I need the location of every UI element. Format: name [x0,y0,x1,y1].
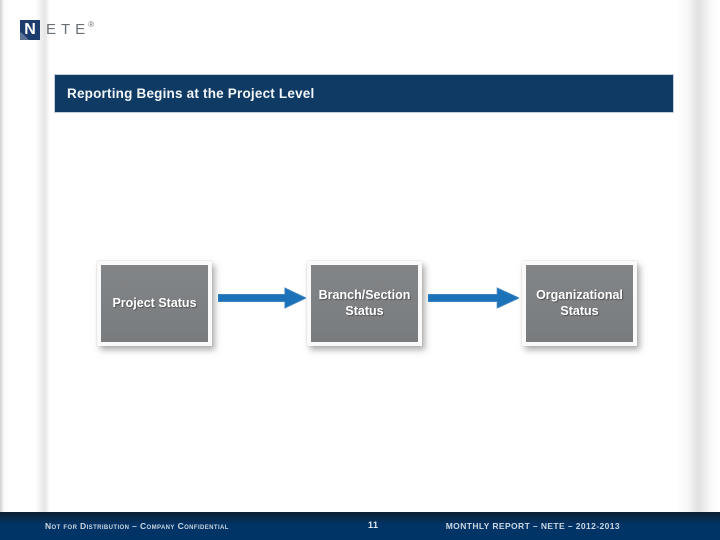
footer-confidentiality-note: Not for Distribution – Company Confident… [45,521,229,531]
registered-trademark-symbol: ® [88,20,95,29]
page-edge-shadow-right [675,0,720,512]
status-box-label: Project Status [112,295,197,310]
status-box-organizational: Organizational Status [522,261,637,346]
footer-report-title: MONTHLY REPORT – NETE – 2012-2013 [445,521,620,531]
footer-page-number: 11 [368,520,379,530]
nete-logo-mark-icon: N [20,20,40,40]
slide-title-bar: Reporting Begins at the Project Level [55,75,673,112]
slide-title: Reporting Begins at the Project Level [67,86,315,101]
nete-logo: N ETE ® [20,20,94,40]
status-box-label: Branch/Section Status [318,287,411,318]
slide-footer-bar: Not for Distribution – Company Confident… [0,512,720,540]
status-box-label: Organizational Status [536,287,623,318]
flow-arrow-icon [218,286,306,310]
flow-arrow-icon [428,286,519,310]
status-box-project: Project Status [97,261,212,346]
logo-mark-letter: N [24,21,36,38]
status-box-branch-section: Branch/Section Status [307,261,422,346]
logo-text: ETE [46,21,91,38]
page-edge-shadow-left [0,0,50,512]
